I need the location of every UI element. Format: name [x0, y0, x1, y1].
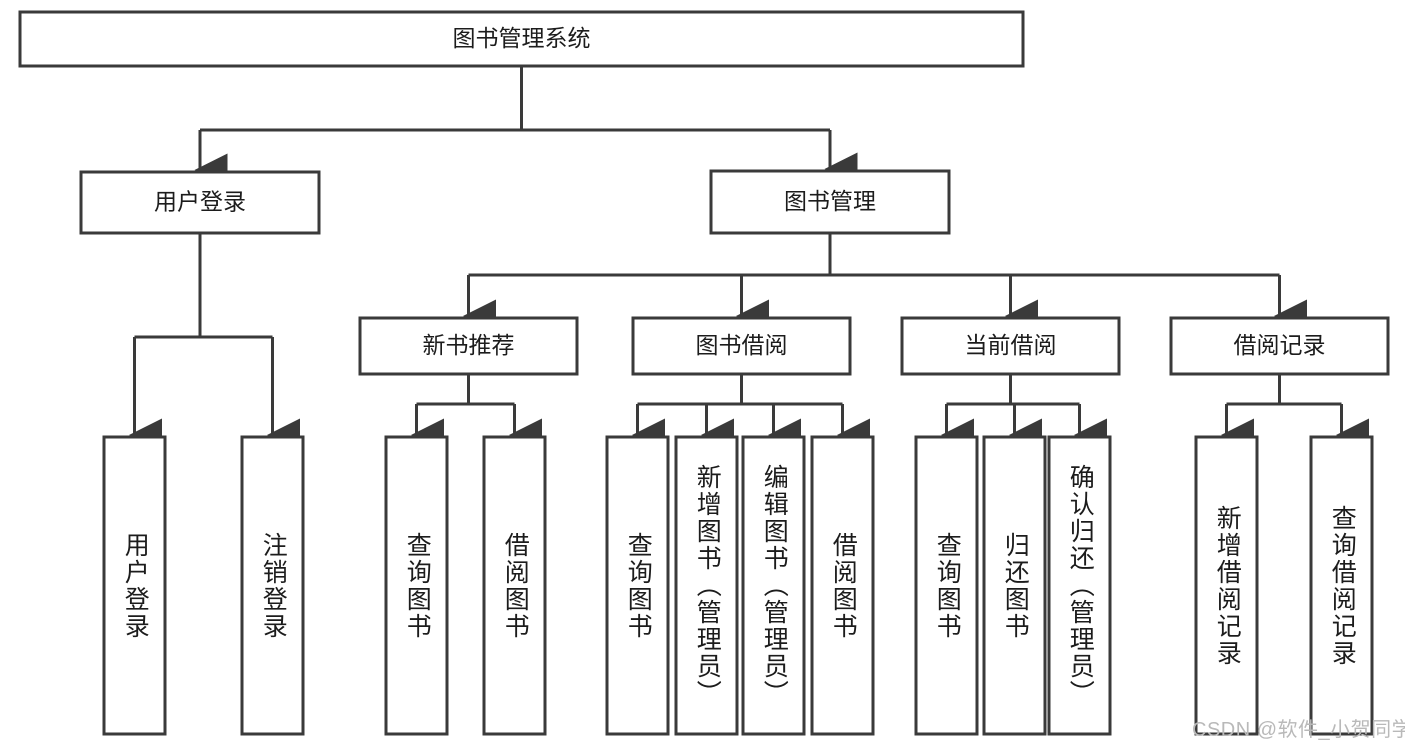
node-label-user-login: 用户登录 — [154, 189, 246, 215]
node-leaf-edit-book[interactable] — [741, 435, 806, 736]
node-leaf-query-book-cur[interactable] — [914, 435, 979, 736]
connector-layer — [129, 66, 1369, 452]
node-leaf-borrow-book-rec[interactable] — [482, 435, 547, 736]
node-leaf-query-book-bor[interactable] — [605, 435, 670, 736]
node-leaf-logout-login[interactable] — [240, 435, 305, 736]
node-label-book-manage: 图书管理 — [784, 188, 876, 214]
node-leaf-query-book-rec[interactable] — [384, 435, 449, 736]
box-layer — [18, 10, 1390, 736]
node-label-borrow-record: 借阅记录 — [1234, 332, 1326, 358]
node-borrow-record[interactable] — [1169, 316, 1390, 376]
node-label-current-borrow: 当前借阅 — [965, 332, 1057, 358]
node-root-system[interactable] — [18, 10, 1025, 68]
csdn-watermark: CSDN @软件_小贺同学 — [1192, 719, 1405, 741]
node-leaf-add-book[interactable] — [674, 435, 739, 736]
node-current-borrow[interactable] — [900, 316, 1121, 376]
node-leaf-query-record[interactable] — [1309, 435, 1374, 736]
node-label-book-borrow: 图书借阅 — [696, 332, 788, 358]
node-label-new-book-recommend: 新书推荐 — [423, 332, 515, 358]
node-leaf-add-record[interactable] — [1194, 435, 1259, 736]
node-book-borrow[interactable] — [631, 316, 852, 376]
node-book-manage[interactable] — [709, 169, 951, 235]
node-label-root: 图书管理系统 — [453, 25, 591, 51]
node-leaf-borrow-book-bor[interactable] — [810, 435, 875, 736]
node-leaf-return-book[interactable] — [982, 435, 1047, 736]
node-leaf-user-login[interactable] — [102, 435, 167, 736]
node-new-book-recommend[interactable] — [358, 316, 579, 376]
node-user-login[interactable] — [79, 170, 321, 235]
node-leaf-confirm-return[interactable] — [1047, 435, 1112, 736]
